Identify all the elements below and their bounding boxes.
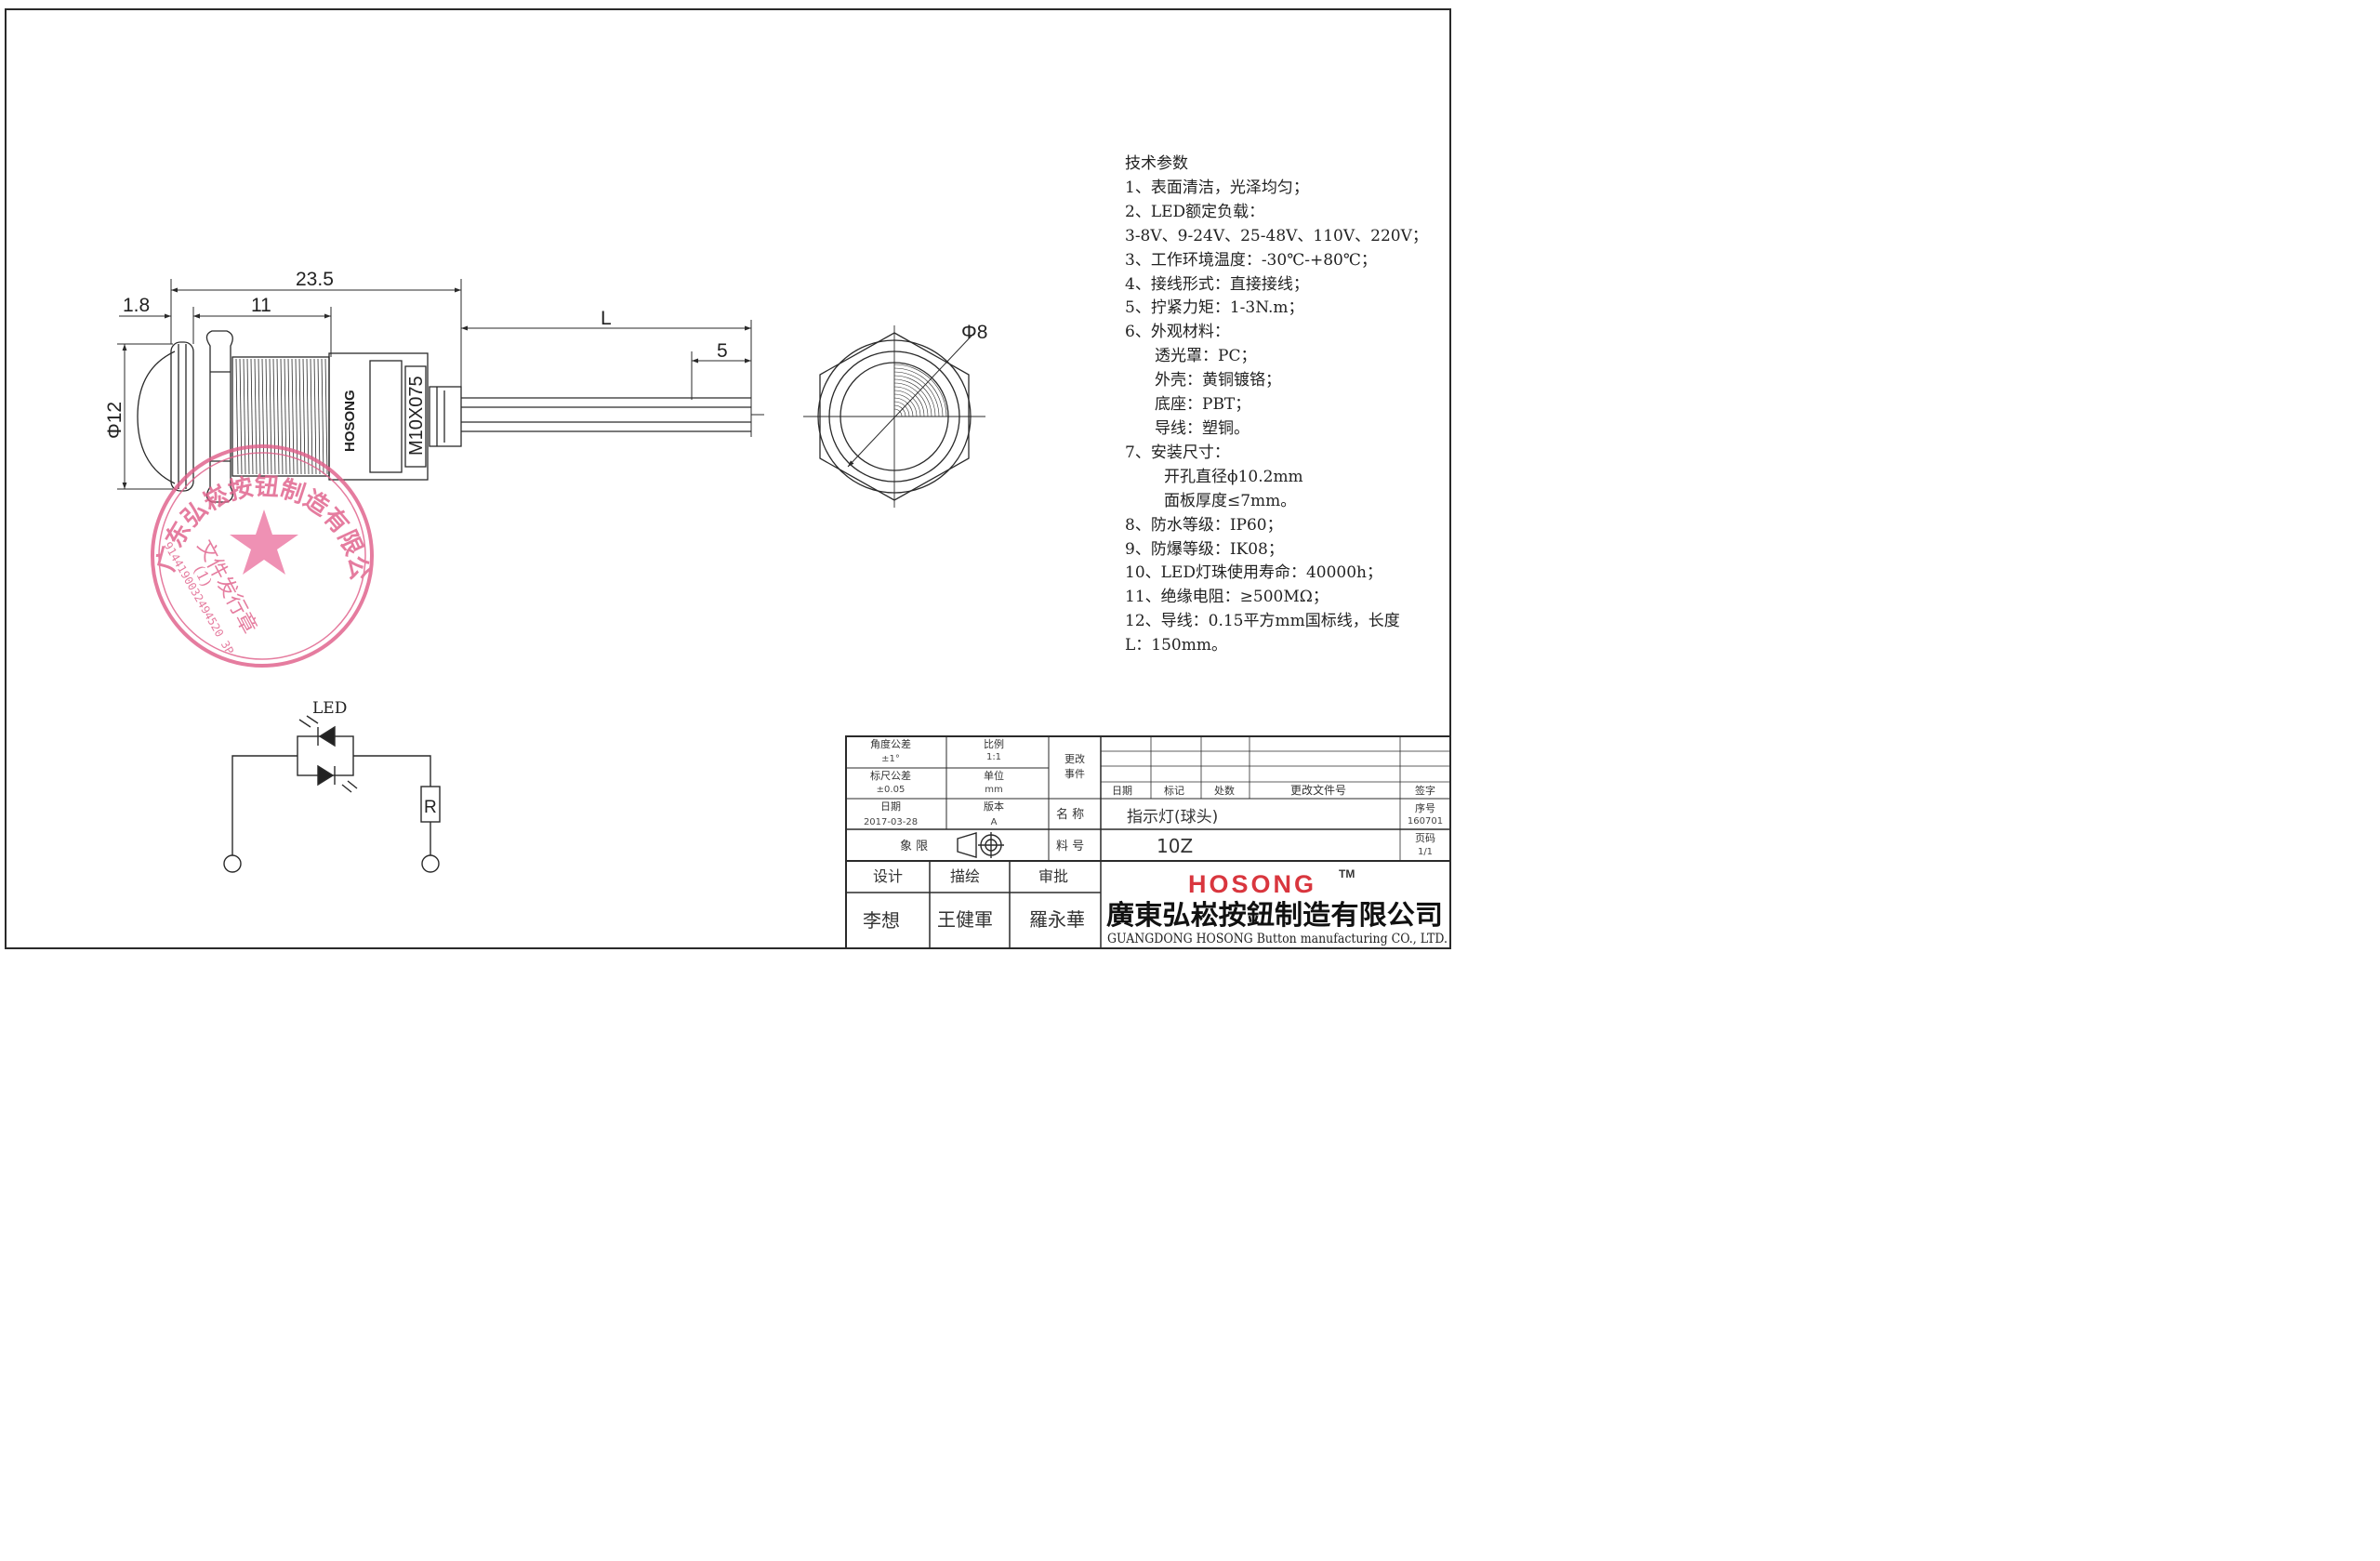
dim-tol-value: ±0.05	[877, 785, 906, 795]
dim-11: 11	[251, 295, 271, 316]
stamp-star	[230, 509, 298, 575]
spec-line: 5、拧紧力矩：1-3N.m；	[1125, 298, 1304, 318]
angle-tol-label: 角度公差	[870, 737, 911, 750]
front-view	[803, 325, 985, 508]
dim-23-5: 23.5	[296, 269, 334, 290]
spec-line: 面板厚度≤7mm。	[1164, 491, 1297, 510]
spec-line: 12、导线：0.15平方mm国标线，长度	[1125, 612, 1400, 631]
spec-line: 1、表面清洁，光泽均匀；	[1125, 178, 1309, 197]
dim-1-8: 1.8	[123, 295, 150, 316]
dim-phi12: Φ12	[104, 402, 126, 439]
designer-name: 李想	[863, 909, 900, 932]
rear-tab	[429, 386, 462, 447]
spec-line: 开孔直径ϕ10.2mm	[1164, 467, 1303, 486]
dome-lens	[137, 351, 176, 484]
part-label: 料 号	[1056, 840, 1084, 853]
serial-label: 序号	[1415, 801, 1435, 814]
sign-label: 签字	[1415, 784, 1435, 797]
projection-symbol-icon	[957, 832, 1004, 858]
scale-value: 1:1	[986, 752, 1001, 762]
change-label: 更改	[1064, 752, 1085, 765]
bezel	[170, 341, 194, 492]
scale-label: 比例	[984, 737, 1004, 750]
spec-line: 11、绝缘电阻：≥500MΩ；	[1125, 588, 1329, 607]
dim-tol-label: 标尺公差	[870, 769, 911, 782]
dim-L: L	[601, 308, 612, 329]
approver-name: 羅永華	[1029, 908, 1085, 931]
unit-value: mm	[985, 785, 1002, 795]
event-label: 事件	[1064, 768, 1085, 780]
company-name-en: GUANGDONG HOSONG Button manufacturing CO…	[1107, 932, 1448, 946]
dimension-lines	[117, 279, 764, 490]
version-label: 版本	[984, 800, 1004, 813]
spec-line: 6、外观材料：	[1125, 323, 1230, 342]
date-value: 2017-03-28	[864, 817, 918, 827]
drawing-sheet: HOSONG M10X075 23.5 1.8 11 L 5 Φ12	[0, 0, 1451, 949]
thread-lines	[235, 358, 328, 475]
wire-2	[461, 421, 751, 432]
serial-value: 160701	[1408, 816, 1443, 827]
spec-line: 透光罩：PC；	[1155, 347, 1257, 366]
spec-line: 4、接线形式：直接接线；	[1125, 274, 1309, 294]
rev-doc-label: 更改文件号	[1290, 783, 1346, 797]
unit-label: 单位	[984, 769, 1004, 782]
drafter-name: 王健軍	[937, 908, 993, 931]
company-name-cn: 廣東弘崧按鈕制造有限公司	[1106, 899, 1443, 931]
quadrant-label: 象 限	[900, 840, 928, 853]
spec-line: 8、防水等级：IP60；	[1125, 515, 1283, 535]
name-value: 指示灯(球头)	[1127, 808, 1218, 827]
dim-phi8: Φ8	[961, 322, 987, 343]
hex-nut	[205, 330, 233, 503]
spec-line: 10、LED灯珠使用寿命：40000h；	[1125, 563, 1382, 583]
rev-date-label: 日期	[1112, 785, 1132, 797]
sheet-border	[5, 8, 1451, 949]
led-schematic	[223, 715, 441, 873]
resistor-label: R	[424, 798, 437, 817]
part-value: 10Z	[1157, 835, 1193, 857]
terminal-left	[223, 854, 242, 873]
rev-count-label: 处数	[1214, 785, 1235, 797]
wire-1	[461, 397, 751, 408]
spec-line: 导线：塑铜。	[1155, 418, 1250, 438]
side-view	[137, 330, 751, 503]
spec-line: 外壳：黄铜镀铬；	[1155, 371, 1281, 390]
company-stamp: 广东弘崧按钮制造有限公司 文件发行章 (1) 9144190032494520 …	[0, 0, 374, 668]
rev-mark-label: 标记	[1164, 784, 1184, 797]
spec-line: 3-8V、9-24V、25-48V、110V、220V；	[1125, 226, 1428, 245]
spec-line: 9、防爆等级：IK08；	[1125, 539, 1284, 559]
approve-label: 审批	[1038, 867, 1068, 885]
dim-5: 5	[717, 340, 728, 362]
page-value: 1/1	[1418, 847, 1433, 857]
draw-label: 描绘	[950, 867, 980, 885]
design-label: 设计	[873, 867, 903, 885]
thread-label: M10X075	[406, 376, 427, 456]
base-housing	[328, 352, 429, 481]
stamp-outer-text: 广东弘崧按钮制造有限公司	[0, 0, 374, 582]
title-block	[845, 735, 1451, 949]
trademark: TM	[1339, 867, 1355, 880]
body-brand: HOSONG	[342, 390, 358, 452]
date-label: 日期	[880, 800, 901, 813]
angle-tol-value: ±1°	[881, 754, 900, 764]
spec-line: 7、安装尺寸：	[1125, 443, 1230, 462]
terminal-right	[421, 854, 440, 873]
spec-line: 2、LED额定负载：	[1125, 202, 1265, 221]
version-value: A	[991, 817, 998, 827]
led-label: LED	[312, 699, 347, 718]
spec-panel: 技术参数 1、表面清洁，光泽均匀； 2、LED额定负载： 3-8V、9-24V、…	[1125, 152, 1450, 658]
spec-line: 底座：PBT；	[1155, 395, 1251, 415]
spec-line: 3、工作环境温度：-30℃-+80℃；	[1125, 250, 1377, 270]
name-label: 名 称	[1056, 807, 1084, 822]
hosong-logo: HOSONG	[1188, 870, 1316, 898]
spec-title: 技术参数	[1125, 154, 1188, 173]
page-label: 页码	[1415, 832, 1435, 844]
spec-line: L：150mm。	[1125, 636, 1227, 655]
